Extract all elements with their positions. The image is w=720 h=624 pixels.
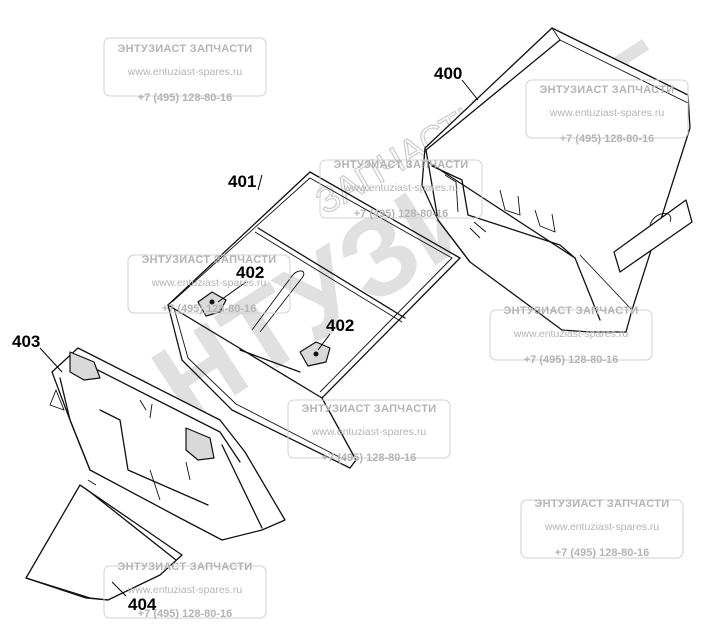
watermark-phone: +7 (495) 128-80-16 <box>560 133 654 145</box>
watermark-title: ЭНТУЗИАСТ ЗАПЧАСТИ <box>540 84 675 96</box>
watermark-url: www.entuziast-spares.ru <box>151 277 267 289</box>
label-404: 404 <box>128 595 157 614</box>
watermark-phone: +7 (495) 128-80-16 <box>138 608 232 619</box>
watermark-url: www.entuziast-spares.ru <box>513 328 629 340</box>
label-403: 403 <box>12 332 40 351</box>
watermark-title: ЭНТУЗИАСТ ЗАПЧАСТИ <box>535 498 670 510</box>
watermark-box-8: ЭНТУЗИАСТ ЗАПЧАСТИ www.entuziast-spares.… <box>103 561 267 620</box>
watermark-phone: +7 (495) 128-80-16 <box>354 208 448 220</box>
watermark-phone: +7 (495) 128-80-16 <box>524 354 618 366</box>
watermark-url: www.entuziast-spares.ru <box>127 66 243 78</box>
watermark-title: ЭНТУЗИАСТ ЗАПЧАСТИ <box>504 305 639 317</box>
watermark-url: www.entuziast-spares.ru <box>311 426 427 438</box>
label-402-lower: 402 <box>326 316 354 335</box>
watermark-url: www.entuziast-spares.ru <box>549 107 665 119</box>
part-402-clip-upper <box>197 291 227 317</box>
watermark-phone: +7 (495) 128-80-16 <box>555 547 649 559</box>
part-402-clip-lower <box>299 341 331 367</box>
part-401-frame <box>167 171 461 469</box>
watermark-box-1: ЭНТУЗИАСТ ЗАПЧАСТИ www.entuziast-spares.… <box>103 37 267 104</box>
watermark-title: ЭНТУЗИАСТ ЗАПЧАСТИ <box>118 43 253 55</box>
watermark-url: www.entuziast-spares.ru <box>343 182 459 194</box>
watermark-title: ЭНТУЗИАСТ ЗАПЧАСТИ <box>142 254 277 266</box>
watermark-box-5: ЭНТУЗИАСТ ЗАПЧАСТИ www.entuziast-spares.… <box>489 305 653 366</box>
watermark-title: ЭНТУЗИАСТ ЗАПЧАСТИ <box>302 403 437 415</box>
watermark-url: www.entuziast-spares.ru <box>127 584 243 596</box>
watermark-box-7: ЭНТУЗИАСТ ЗАПЧАСТИ www.entuziast-spares.… <box>520 498 684 559</box>
watermark-phone: +7 (495) 128-80-16 <box>162 303 256 315</box>
watermark-box-4: ЭНТУЗИАСТ ЗАПЧАСТИ www.entuziast-spares.… <box>127 254 291 315</box>
part-403-chute-frame <box>49 347 286 541</box>
part-404-deflector <box>25 479 183 601</box>
watermark-title: ЭНТУЗИАСТ ЗАПЧАСТИ <box>334 159 469 171</box>
label-402-upper: 402 <box>236 263 264 282</box>
leader-lines <box>39 79 479 597</box>
label-401: 401 <box>228 172 256 191</box>
watermark-box-2: ЭНТУЗИАСТ ЗАПЧАСТИ www.entuziast-spares.… <box>525 79 689 145</box>
part-400-bag-cover <box>421 27 693 333</box>
label-400: 400 <box>434 64 462 83</box>
watermark-box-3: ЭНТУЗИАСТ ЗАПЧАСТИ www.entuziast-spares.… <box>319 159 483 220</box>
watermark-url: www.entuziast-spares.ru <box>544 521 660 533</box>
watermark-phone: +7 (495) 128-80-16 <box>138 92 232 104</box>
watermark-title: ЭНТУЗИАСТ ЗАПЧАСТИ <box>118 561 253 573</box>
watermark-box-6: ЭНТУЗИАСТ ЗАПЧАСТИ www.entuziast-spares.… <box>287 399 451 464</box>
part-labels: 400 401 402 402 403 404 <box>12 64 462 614</box>
watermark-phone: +7 (495) 128-80-16 <box>322 452 416 464</box>
